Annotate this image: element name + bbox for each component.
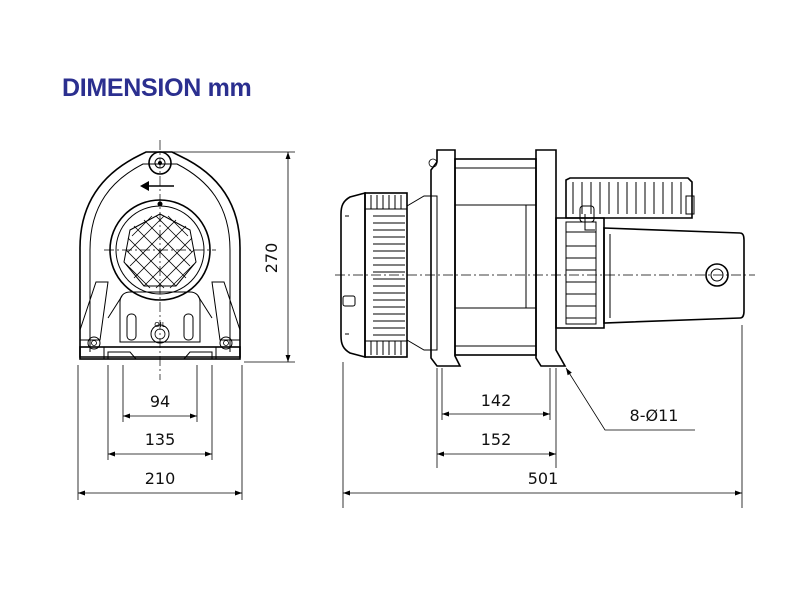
motor-end-cap xyxy=(340,191,366,359)
side-dimensions: 142 152 501 8-Ø11 xyxy=(342,325,743,508)
page-title: DIMENSION mm xyxy=(62,74,252,102)
dim-142-label: 142 xyxy=(481,391,512,410)
dim-94-label: 94 xyxy=(150,392,170,411)
gearbox xyxy=(555,205,605,329)
side-view xyxy=(335,149,755,367)
foot-bolt-left xyxy=(87,336,101,350)
dim-501-label: 501 xyxy=(528,469,559,488)
dim-135-label: 135 xyxy=(145,430,176,449)
dim-152-label: 152 xyxy=(481,430,512,449)
motor-adapter xyxy=(406,195,438,351)
rope-drum xyxy=(454,158,537,356)
hole-callout-leader xyxy=(565,367,695,431)
frame-plate-right xyxy=(535,149,567,367)
height-label: 270 xyxy=(262,243,281,274)
hole-callout-label: 8-Ø11 xyxy=(630,406,679,425)
foot-bolt-right xyxy=(219,336,233,350)
front-dimensions: 270 94 135 210 xyxy=(77,151,295,500)
rotation-arrow-icon xyxy=(140,181,174,191)
gear-housing xyxy=(603,227,745,324)
dim-210-label: 210 xyxy=(145,469,176,488)
front-view: OIL xyxy=(79,140,241,380)
control-box xyxy=(565,177,695,219)
